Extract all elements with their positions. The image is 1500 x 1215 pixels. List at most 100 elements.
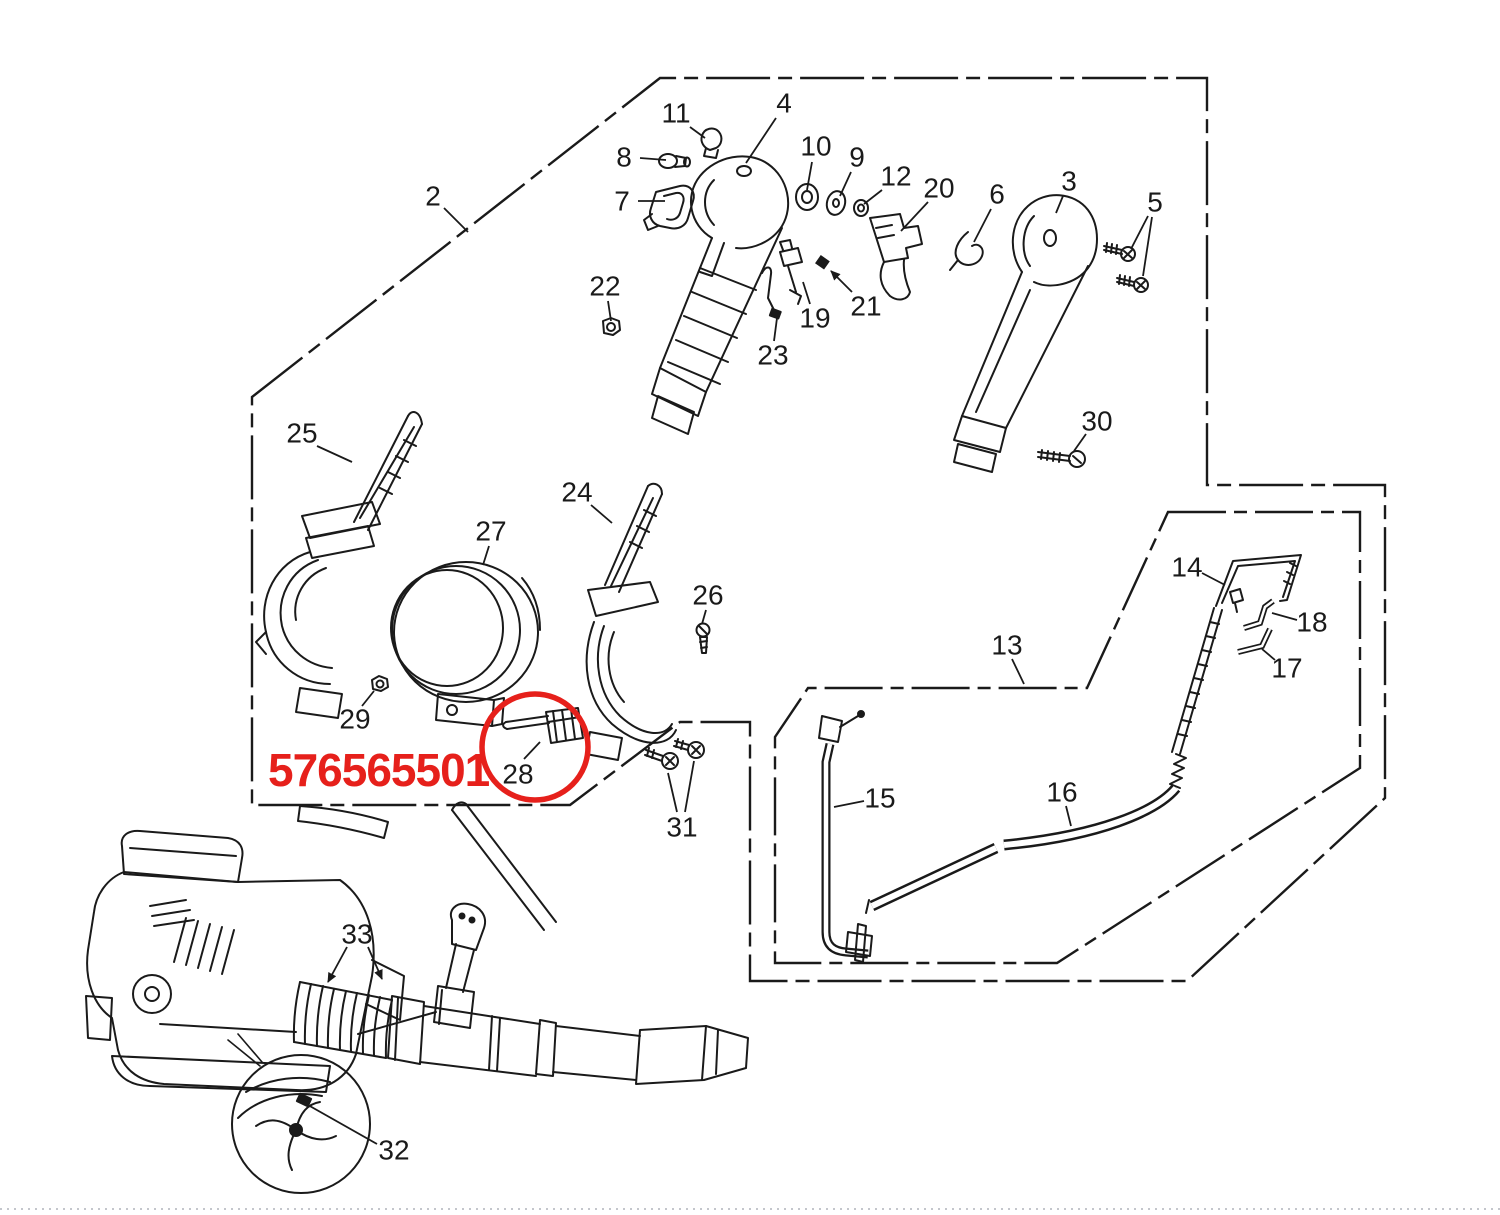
callout-leader-19 [802, 281, 811, 305]
callout-label-4: 4 [776, 88, 792, 119]
callout-label-33: 33 [341, 919, 372, 950]
part-25-left-bracket [255, 411, 423, 719]
callout-leader-30 [1073, 433, 1087, 452]
callout-leader-33 [367, 946, 383, 980]
highlighted-part-number: 576565501 [268, 744, 490, 796]
callout-leader-12 [863, 189, 883, 205]
callout-label-30: 30 [1081, 406, 1112, 437]
part-17-clip [1237, 627, 1273, 655]
callout-leader-10 [806, 161, 813, 191]
part-3-handle-half [953, 194, 1098, 473]
callout-label-24: 24 [561, 477, 592, 508]
callout-label-14: 14 [1171, 552, 1202, 583]
part-8-plug [658, 153, 691, 169]
callout-label-9: 9 [849, 142, 865, 173]
part-27-clamp-ring [390, 561, 541, 727]
callout-leader-33 [327, 946, 348, 983]
callout-label-2: 2 [425, 181, 441, 212]
callout-leader-14 [1201, 572, 1226, 586]
callout-leader-24 [590, 504, 613, 524]
callout-leader-5 [1142, 216, 1153, 277]
part-24-right-bracket [585, 482, 677, 761]
callout-label-12: 12 [880, 161, 911, 192]
callout-leader-27 [482, 545, 490, 566]
callout-leader-21 [830, 270, 853, 293]
callout-label-6: 6 [989, 179, 1005, 210]
assembly-boundary-13 [773, 510, 1362, 965]
callout-leader-15 [833, 800, 865, 808]
callout-leader-2 [443, 207, 469, 233]
callout-label-15: 15 [864, 783, 895, 814]
part-4-throttle-handle-half [651, 155, 790, 435]
callout-label-22: 22 [589, 271, 620, 302]
callout-label-19: 19 [799, 303, 830, 334]
highlight-layer: 576565501 [268, 691, 591, 803]
callout-label-8: 8 [616, 142, 632, 173]
callout-leader-22 [607, 300, 612, 322]
callout-label-20: 20 [923, 173, 954, 204]
highlight-circle [479, 691, 591, 803]
callout-leader-23 [773, 317, 778, 342]
callout-label-5: 5 [1147, 187, 1163, 218]
callout-leader-8 [639, 157, 667, 161]
callout-leader-9 [839, 171, 852, 197]
part-12-nut [853, 199, 869, 217]
assembly-boundary-2 [250, 76, 1387, 983]
parts-layer [85, 127, 1302, 1194]
callout-label-3: 3 [1061, 166, 1077, 197]
callout-leader-11 [689, 126, 706, 139]
callout-leader-26 [701, 609, 707, 625]
callout-leader-5 [1130, 215, 1149, 250]
callout-label-25: 25 [286, 418, 317, 449]
callout-label-31: 31 [666, 812, 697, 843]
callout-label-27: 27 [475, 516, 506, 547]
callout-label-13: 13 [991, 630, 1022, 661]
callout-leader-29 [361, 690, 375, 707]
callout-label-26: 26 [692, 580, 723, 611]
callout-leader-20 [900, 201, 929, 232]
callout-label-7: 7 [614, 186, 630, 217]
part-5-screws [1103, 242, 1149, 293]
callout-leader-6 [973, 208, 992, 243]
callout-label-21: 21 [850, 291, 881, 322]
callout-label-28: 28 [502, 759, 533, 790]
part-10-grommet [795, 183, 819, 211]
callout-label-11: 11 [661, 98, 690, 129]
part-7-knob [643, 184, 695, 231]
callout-label-10: 10 [800, 131, 831, 162]
part-11-cap [700, 127, 723, 159]
part-15-cable [818, 710, 873, 963]
part-16-hose [865, 784, 1181, 914]
callout-leader-16 [1065, 805, 1072, 827]
part-18-clip [1243, 598, 1275, 631]
callout-leader-31 [684, 760, 695, 813]
callout-leader-31 [667, 772, 678, 813]
boundary-layer [0, 76, 1500, 1210]
part-9-cam-washer [825, 190, 847, 216]
part-26-screw [695, 622, 711, 654]
callout-leader-28 [523, 741, 541, 760]
callout-leader-3 [1055, 195, 1064, 214]
part-30-screw [1037, 449, 1086, 468]
callout-leader-13 [1011, 658, 1025, 685]
part-21-fastener [815, 255, 830, 270]
part-28-knob-bolt [502, 707, 584, 744]
blower-machine-illustration [85, 801, 749, 1194]
callout-leader-32 [307, 1104, 378, 1145]
callout-leader-4 [745, 117, 777, 164]
callout-label-16: 16 [1046, 777, 1077, 808]
callout-label-29: 29 [339, 704, 370, 735]
callout-leader-17 [1261, 648, 1276, 661]
callout-label-32: 32 [378, 1135, 409, 1166]
part-14-throttle-rod [1169, 554, 1302, 789]
callout-label-23: 23 [757, 340, 788, 371]
callout-leader-25 [316, 445, 353, 463]
part-20-throttle-trigger [869, 213, 923, 301]
part-31-screws [644, 738, 705, 770]
part-19-switch [779, 239, 803, 305]
callout-leader-18 [1271, 612, 1298, 621]
part-29-nut [371, 675, 389, 692]
